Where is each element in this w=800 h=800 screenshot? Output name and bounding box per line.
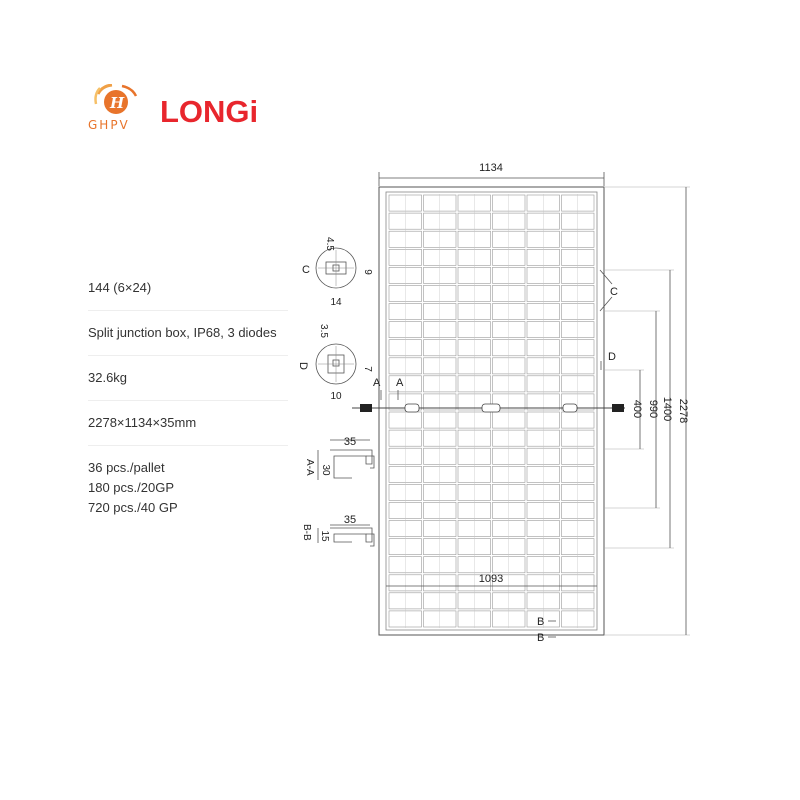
section-aa-profile: A-A 35 30 [304,436,375,480]
detail-c-letter: C [302,264,310,276]
panel-frame [378,186,605,636]
ghpv-logo: H GHPV [86,84,152,132]
spec-weight-value: 32.6kg [88,370,128,385]
spec-list: 144 (6×24) Split junction box, IP68, 3 d… [88,266,288,530]
spec-weight: 32.6kg [88,356,288,401]
junction-box-left [404,403,420,413]
longi-logo: LONGi [160,94,259,129]
panel-inner-frame [385,191,598,631]
dim-400-label: 400 [631,400,643,418]
connector-right-icon [612,404,624,412]
ghpv-wordmark: GHPV [88,118,130,132]
detail-d: D 3.5 7 10 [297,324,373,402]
detail-c-dim-right: 9 [362,269,373,275]
detail-c-dim-bottom: 14 [330,297,342,308]
section-bb-dim-width: 35 [344,514,356,526]
spec-cells: 144 (6×24) [88,266,288,311]
section-c-marker: C [610,286,618,298]
spec-packaging: 36 pcs./pallet 180 pcs./20GP 720 pcs./40… [88,446,288,530]
section-b-marker-top: B [537,616,544,628]
section-aa-label: A-A [304,459,315,476]
detail-d-dim-bottom: 10 [330,391,342,402]
section-bb-profile: B-B 35 15 [301,514,375,547]
ghpv-sun-icon: H [94,84,138,114]
height-dim-label: 2278 [677,399,689,423]
detail-c-dim-top: 4.5 [324,237,335,251]
section-a-marker-right: A [396,377,404,389]
section-aa-dim-width: 35 [344,436,356,448]
spec-cells-value: 144 (6×24) [88,280,152,295]
spec-packaging-pallet: 36 pcs./pallet [88,460,165,475]
section-bb-label: B-B [301,524,312,541]
section-bb-dim-height: 15 [319,530,330,542]
detail-d-letter: D [297,362,309,370]
section-b-marker-bottom: B [537,632,544,644]
dim-1400-label: 1400 [661,397,673,421]
width-dim-label: 1134 [479,162,503,174]
inner-width-dim-label: 1093 [479,573,503,585]
spec-junction-box: Split junction box, IP68, 3 diodes [88,311,288,356]
ghpv-icon-letter: H [109,94,125,112]
spec-dimensions-value: 2278×1134×35mm [88,415,197,430]
spec-junction-box-value: Split junction box, IP68, 3 diodes [88,325,277,340]
junction-box-right [562,403,578,413]
spec-dimensions: 2278×1134×35mm [88,401,288,446]
spec-packaging-40gp: 720 pcs./40 GP [88,500,178,515]
section-a-marker-left: A [373,377,381,389]
detail-d-dim-right: 7 [362,366,373,372]
detail-d-dim-top: 3.5 [318,324,329,338]
spec-packaging-20gp: 180 pcs./20GP [88,480,174,495]
dim-990-label: 990 [647,400,659,418]
detail-c: C 4.5 9 14 [302,237,373,308]
section-d-marker: D [608,351,616,363]
section-aa-dim-height: 30 [320,464,331,476]
connector-left-icon [360,404,372,412]
cell-grid [388,194,595,628]
junction-box-center [481,403,501,413]
